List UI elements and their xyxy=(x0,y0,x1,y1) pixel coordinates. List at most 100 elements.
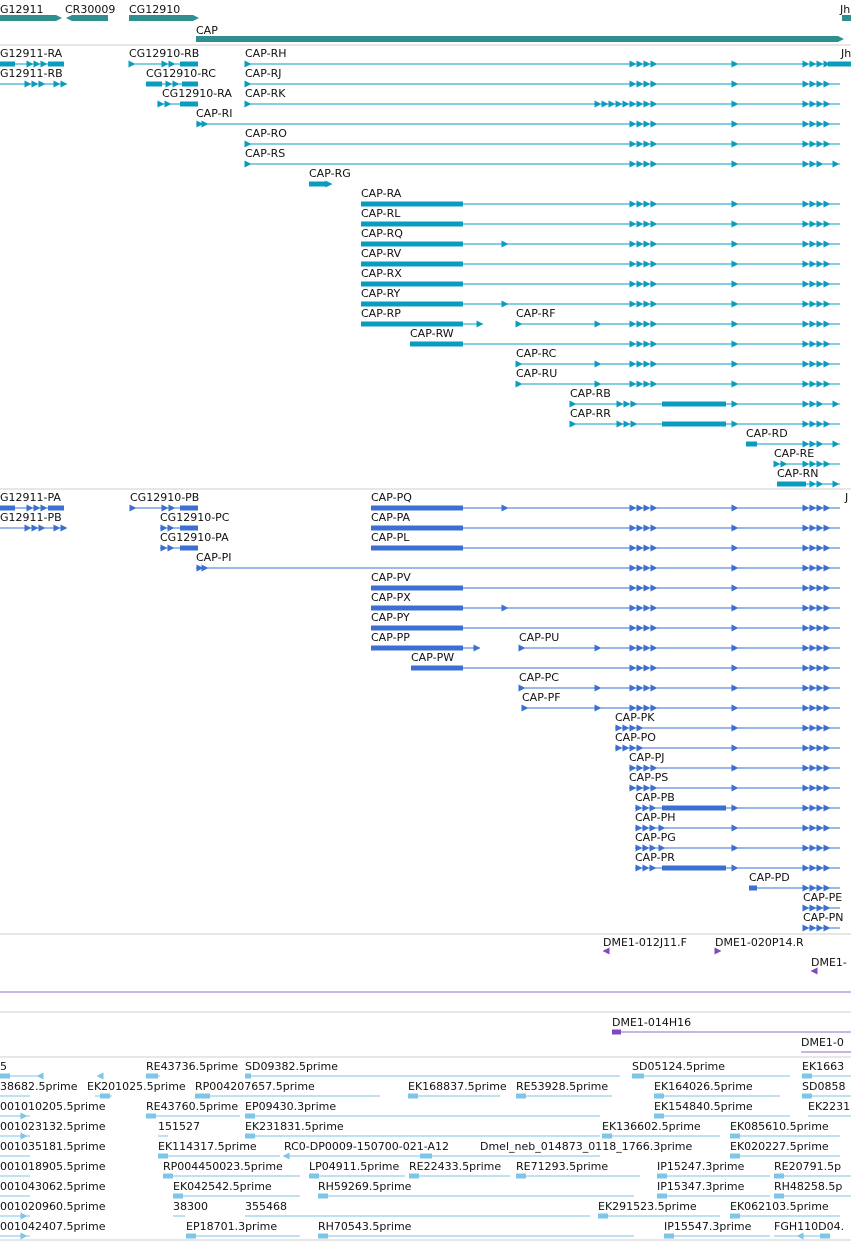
feature-label[interactable]: CAP-RF xyxy=(516,307,556,320)
feature-label[interactable]: RP004450023.5prime xyxy=(163,1160,283,1173)
feature-label[interactable]: EP18701.3prime xyxy=(186,1220,277,1233)
feature-label[interactable]: CAP-PE xyxy=(803,891,842,904)
feature-label[interactable]: DME1-0 xyxy=(801,1036,844,1049)
feature-label[interactable]: CAP-PY xyxy=(371,611,410,624)
feature-label[interactable]: CAP-RL xyxy=(361,207,401,220)
feature-label[interactable]: CAP-PV xyxy=(371,571,411,584)
feature-label[interactable]: RE53928.5prime xyxy=(516,1080,608,1093)
feature-label[interactable]: EK136602.5prime xyxy=(602,1120,701,1133)
feature-label[interactable]: J xyxy=(844,491,848,504)
feature-label[interactable]: CAP-PL xyxy=(371,531,410,544)
feature-label[interactable]: CAP-PD xyxy=(749,871,790,884)
feature-label[interactable]: CAP-RU xyxy=(516,367,557,380)
feature-label[interactable]: 38300 xyxy=(173,1200,208,1213)
feature-label[interactable]: CAP-RR xyxy=(570,407,611,420)
feature-label[interactable]: CAP-PI xyxy=(196,551,231,564)
feature-label[interactable]: CAP-PN xyxy=(803,911,843,924)
feature-label[interactable]: CAP-PR xyxy=(635,851,675,864)
feature-label[interactable]: SD05124.5prime xyxy=(632,1060,725,1073)
feature-label[interactable]: EP09430.3prime xyxy=(245,1100,336,1113)
feature-label[interactable]: CAP-PC xyxy=(519,671,559,684)
feature-label[interactable]: 001023132.5prime xyxy=(0,1120,106,1133)
feature-label[interactable]: Dmel_neb_014873_0118_1766.3prime xyxy=(480,1140,692,1153)
feature-label[interactable]: 38682.5prime xyxy=(0,1080,78,1093)
feature-label[interactable]: CR30009 xyxy=(65,3,115,16)
feature-label[interactable]: CAP-RG xyxy=(309,167,351,180)
feature-label[interactable]: DME1- xyxy=(811,956,847,969)
feature-label[interactable]: CAP-RN xyxy=(777,467,818,480)
feature-label[interactable]: FGH110D04. xyxy=(774,1220,844,1233)
feature-label[interactable]: CG12910-RC xyxy=(146,67,216,80)
feature-label[interactable]: CAP-RI xyxy=(196,107,232,120)
feature-label[interactable]: CAP-RE xyxy=(774,447,814,460)
feature-label[interactable]: CAP-RJ xyxy=(245,67,281,80)
feature-label[interactable]: EK1663 xyxy=(802,1060,844,1073)
feature-label[interactable]: 355468 xyxy=(245,1200,287,1213)
feature-label[interactable]: CAP-RK xyxy=(245,87,286,100)
feature-label[interactable]: RC0-DP0009-150700-021-A12 xyxy=(284,1140,449,1153)
feature-label[interactable]: CG12910-PB xyxy=(130,491,199,504)
feature-label[interactable]: SD0858 xyxy=(802,1080,845,1093)
feature-label[interactable]: IP15347.3prime xyxy=(657,1180,745,1193)
feature-label[interactable]: CAP-RV xyxy=(361,247,402,260)
feature-label[interactable]: CAP-PP xyxy=(371,631,410,644)
feature-label[interactable]: LP04911.5prime xyxy=(309,1160,400,1173)
feature-label[interactable]: CAP-PX xyxy=(371,591,411,604)
feature-label[interactable]: Jh xyxy=(840,47,851,60)
feature-label[interactable]: RE71293.5prime xyxy=(516,1160,608,1173)
feature-label[interactable]: DME1-020P14.R xyxy=(715,936,804,949)
feature-label[interactable]: G12911-PB xyxy=(0,511,62,524)
feature-label[interactable]: EK231831.5prime xyxy=(245,1120,344,1133)
feature-label[interactable]: CG12910 xyxy=(129,3,180,16)
feature-label[interactable]: CAP-PB xyxy=(635,791,675,804)
feature-label[interactable]: 151527 xyxy=(158,1120,200,1133)
feature-label[interactable]: RE20791.5p xyxy=(774,1160,841,1173)
feature-label[interactable]: IP15247.3prime xyxy=(657,1160,745,1173)
feature-label[interactable]: EK2231 xyxy=(808,1100,850,1113)
feature-label[interactable]: CAP-PW xyxy=(411,651,454,664)
feature-label[interactable]: EK164026.5prime xyxy=(654,1080,753,1093)
feature-label[interactable]: CAP xyxy=(196,24,218,37)
feature-label[interactable]: CAP-PO xyxy=(615,731,656,744)
feature-label[interactable]: CAP-RO xyxy=(245,127,287,140)
feature-label[interactable]: CAP-PA xyxy=(371,511,410,524)
feature-label[interactable]: DME1-014H16 xyxy=(612,1016,691,1029)
feature-label[interactable]: CAP-RW xyxy=(410,327,454,340)
feature-label[interactable]: CG12910-RA xyxy=(162,87,232,100)
feature-label[interactable]: EK062103.5prime xyxy=(730,1200,829,1213)
feature-label[interactable]: CG12910-RB xyxy=(129,47,199,60)
feature-label[interactable]: EK154840.5prime xyxy=(654,1100,753,1113)
feature-label[interactable]: RE43736.5prime xyxy=(146,1060,238,1073)
feature-label[interactable]: 001010205.5prime xyxy=(0,1100,106,1113)
feature-label[interactable]: EK291523.5prime xyxy=(598,1200,697,1213)
feature-label[interactable]: DME1-012J11.F xyxy=(603,936,687,949)
feature-label[interactable]: EK201025.5prime xyxy=(87,1080,186,1093)
feature-label[interactable]: 001043062.5prime xyxy=(0,1180,106,1193)
feature-label[interactable]: 001035181.5prime xyxy=(0,1140,106,1153)
feature-label[interactable]: CAP-RB xyxy=(570,387,611,400)
feature-label[interactable]: CAP-PH xyxy=(635,811,675,824)
feature-label[interactable]: CAP-RH xyxy=(245,47,286,60)
feature-label[interactable]: RE43760.5prime xyxy=(146,1100,238,1113)
feature-label[interactable]: 001018905.5prime xyxy=(0,1160,106,1173)
feature-label[interactable]: CAP-PJ xyxy=(629,751,664,764)
feature-label[interactable]: EK020227.5prime xyxy=(730,1140,829,1153)
feature-label[interactable]: CAP-PQ xyxy=(371,491,412,504)
feature-label[interactable]: RE22433.5prime xyxy=(409,1160,501,1173)
feature-label[interactable]: CAP-RA xyxy=(361,187,402,200)
feature-label[interactable]: CAP-RC xyxy=(516,347,557,360)
feature-label[interactable]: CAP-RY xyxy=(361,287,401,300)
feature-label[interactable]: RH48258.5p xyxy=(774,1180,842,1193)
feature-label[interactable]: G12911-RB xyxy=(0,67,63,80)
feature-label[interactable]: CG12910-PC xyxy=(160,511,230,524)
feature-label[interactable]: G12911-PA xyxy=(0,491,61,504)
feature-label[interactable]: 001042407.5prime xyxy=(0,1220,106,1233)
feature-label[interactable]: CAP-PF xyxy=(522,691,561,704)
feature-label[interactable]: RH70543.5prime xyxy=(318,1220,412,1233)
feature-label[interactable]: CAP-RP xyxy=(361,307,401,320)
feature-label[interactable]: SD09382.5prime xyxy=(245,1060,338,1073)
feature-label[interactable]: 001020960.5prime xyxy=(0,1200,106,1213)
feature-label[interactable]: G12911 xyxy=(0,3,44,16)
feature-label[interactable]: EK114317.5prime xyxy=(158,1140,257,1153)
feature-label[interactable]: CAP-PU xyxy=(519,631,559,644)
